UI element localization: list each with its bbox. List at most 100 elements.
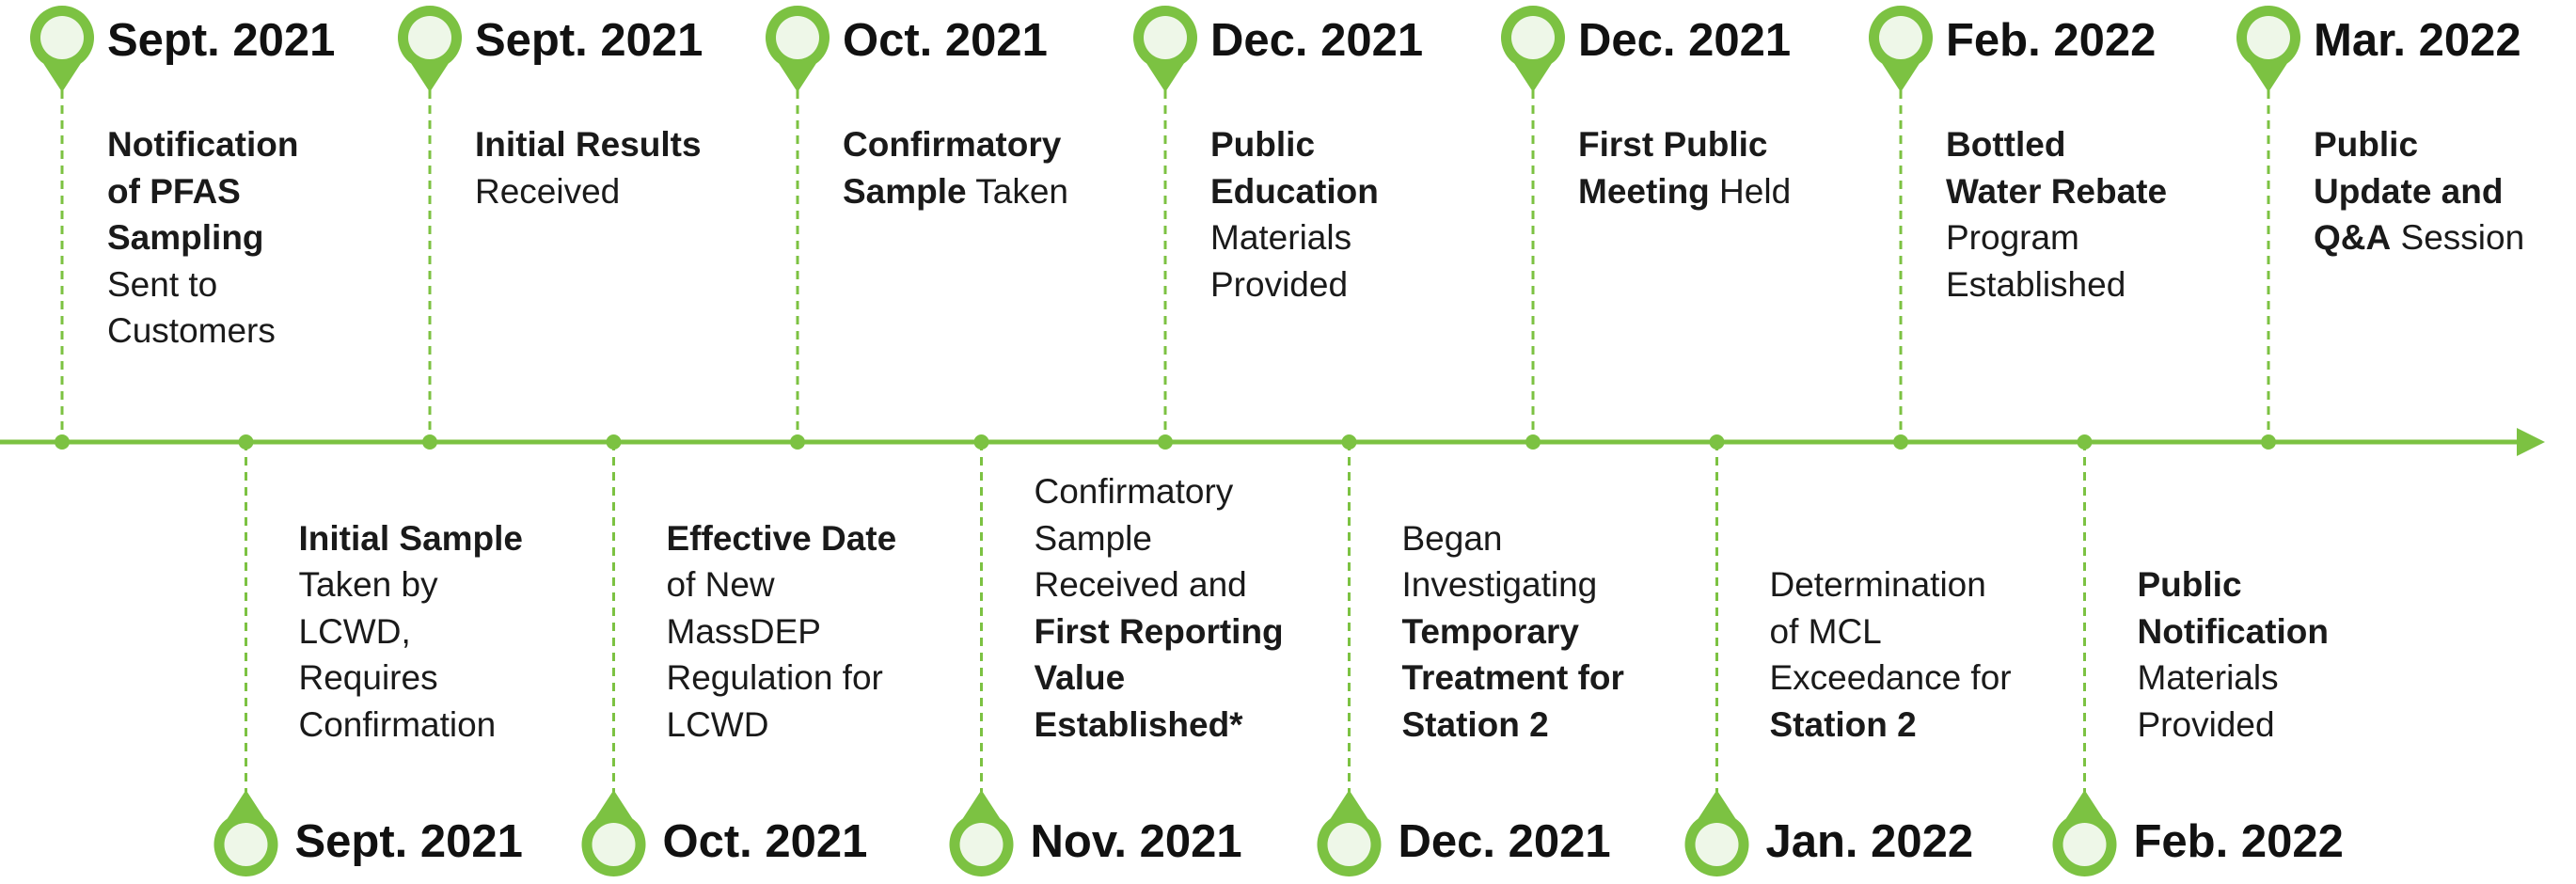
event-description-line: Customers: [107, 308, 298, 355]
event-description-text: Materials: [1210, 218, 1352, 257]
event-description-bold-text: of PFAS: [107, 171, 241, 211]
event-description-bold-text: Water Rebate: [1946, 171, 2168, 211]
event-description-line: Confirmatory: [843, 121, 1068, 168]
event-description-line: Confirmatory: [1035, 468, 1284, 515]
event-description-line: of New: [667, 561, 897, 608]
event-description-line: Taken by: [299, 561, 524, 608]
pin-marker-center: [1695, 823, 1739, 866]
pin-marker-center: [1327, 823, 1371, 866]
event-description-line: MassDEP: [667, 608, 897, 655]
event-description-line: Treatment for: [1402, 655, 1624, 702]
event-description-line: First Public: [1578, 121, 1791, 168]
event-description-line: Materials: [2138, 655, 2329, 702]
event-description-text: Held: [1709, 171, 1792, 211]
event-description-bold-text: Public: [1210, 125, 1316, 164]
timeline-dot: [1158, 434, 1173, 450]
event-description-text: Customers: [107, 311, 276, 350]
event-description-text: of MCL: [1769, 611, 1882, 651]
event-description-bold-text: Initial Results: [475, 125, 702, 164]
event-description-line: of MCL: [1770, 608, 2012, 655]
event-date: Oct. 2021: [662, 816, 868, 867]
event-description-bold-text: First Reporting: [1034, 611, 1284, 651]
pin-marker-center: [1879, 16, 1922, 59]
event-description-line: LCWD,: [299, 608, 524, 655]
timeline-arrowhead: [2517, 428, 2545, 456]
event-description-line: Temporary: [1402, 608, 1624, 655]
pin-marker-center: [2247, 16, 2290, 59]
event-description-line: First Reporting: [1035, 608, 1284, 655]
location-pin-icon: [1500, 6, 1565, 93]
location-pin-icon: [30, 5, 95, 92]
timeline-dot: [2261, 434, 2276, 450]
location-pin-icon: [1684, 790, 1749, 876]
event-description-text: Taken: [966, 171, 1068, 211]
timeline-dot: [1709, 434, 1725, 450]
event-description-bold-text: Initial Sample: [298, 518, 524, 558]
timeline-dot: [238, 434, 254, 450]
timeline-dot: [1893, 434, 1908, 450]
event-description-line: Notification: [107, 121, 298, 168]
pin-marker-center: [40, 16, 84, 59]
event-description-line: Received: [475, 168, 702, 215]
location-pin-icon: [213, 790, 278, 877]
event-description-bold-text: First Public: [1578, 125, 1768, 164]
event-description-line: Update and: [2314, 168, 2524, 215]
location-pin-icon: [1868, 6, 1933, 93]
location-pin-icon: [2236, 5, 2300, 93]
event-description-line: Materials: [1210, 214, 1379, 261]
event-description-bold-text: Education: [1210, 171, 1379, 211]
event-date: Sept. 2021: [475, 15, 703, 66]
event-date: Nov. 2021: [1030, 816, 1242, 867]
connector-lines: [60, 90, 2270, 792]
event-description-text: Program: [1946, 218, 2079, 257]
event-description-text: MassDEP: [666, 611, 821, 651]
event-description-line: Q&A Session: [2314, 214, 2524, 261]
event-description-line: Value: [1035, 655, 1284, 702]
event-description-line: Provided: [1210, 261, 1379, 308]
pin-marker-center: [408, 16, 451, 59]
timeline-dot: [55, 434, 70, 450]
event-description-bold-text: Treatment for: [1401, 658, 1624, 697]
event-description-text: Provided: [2137, 704, 2275, 744]
location-pin-icon: [1132, 6, 1197, 93]
event-description-text: Requires: [298, 658, 438, 697]
event-description-text: Taken by: [298, 565, 438, 604]
pin-marker-center: [776, 16, 819, 59]
event-description-line: Determination: [1770, 561, 2012, 608]
event-description-text: Regulation for: [666, 658, 883, 697]
event-description-bold-text: Q&A: [2314, 218, 2392, 257]
event-description-bold-text: Meeting: [1578, 171, 1710, 211]
event-description-line: Received and: [1035, 561, 1284, 608]
event-date: Dec. 2021: [1210, 15, 1424, 66]
event-description-text: Sample: [1034, 518, 1152, 558]
event-description-bold-text: Public: [2137, 565, 2242, 604]
event-description-line: Effective Date: [667, 515, 897, 562]
event-description-line: Requires: [299, 655, 524, 702]
location-pin-icon: [765, 5, 830, 93]
event-description-text: Received and: [1034, 565, 1247, 604]
timeline-dot: [422, 434, 437, 450]
event-description-bold-text: Sampling: [107, 218, 264, 257]
event-description-line: Station 2: [1770, 702, 2012, 749]
pin-marker-center: [2062, 823, 2107, 866]
event-description-line: LCWD: [667, 702, 897, 749]
pin-marker-center: [959, 823, 1004, 866]
event-date: Feb. 2022: [2133, 816, 2344, 867]
event-description-bold-text: Bottled: [1946, 125, 2066, 164]
event-description-bold-text: Temporary: [1401, 611, 1580, 651]
event-description-line: Provided: [2138, 702, 2329, 749]
event-date: Feb. 2022: [1946, 15, 2157, 66]
event-description-text: Determination: [1769, 565, 1986, 604]
event-description-text: Provided: [1210, 264, 1349, 304]
event-description-bold-text: Public: [2314, 125, 2419, 164]
event-description-bold-text: Confirmatory: [843, 125, 1062, 164]
event-date: Sept. 2021: [294, 816, 523, 867]
event-description-bold-text: Station 2: [1769, 704, 1917, 744]
event-description-bold-text: Notification: [107, 125, 299, 164]
